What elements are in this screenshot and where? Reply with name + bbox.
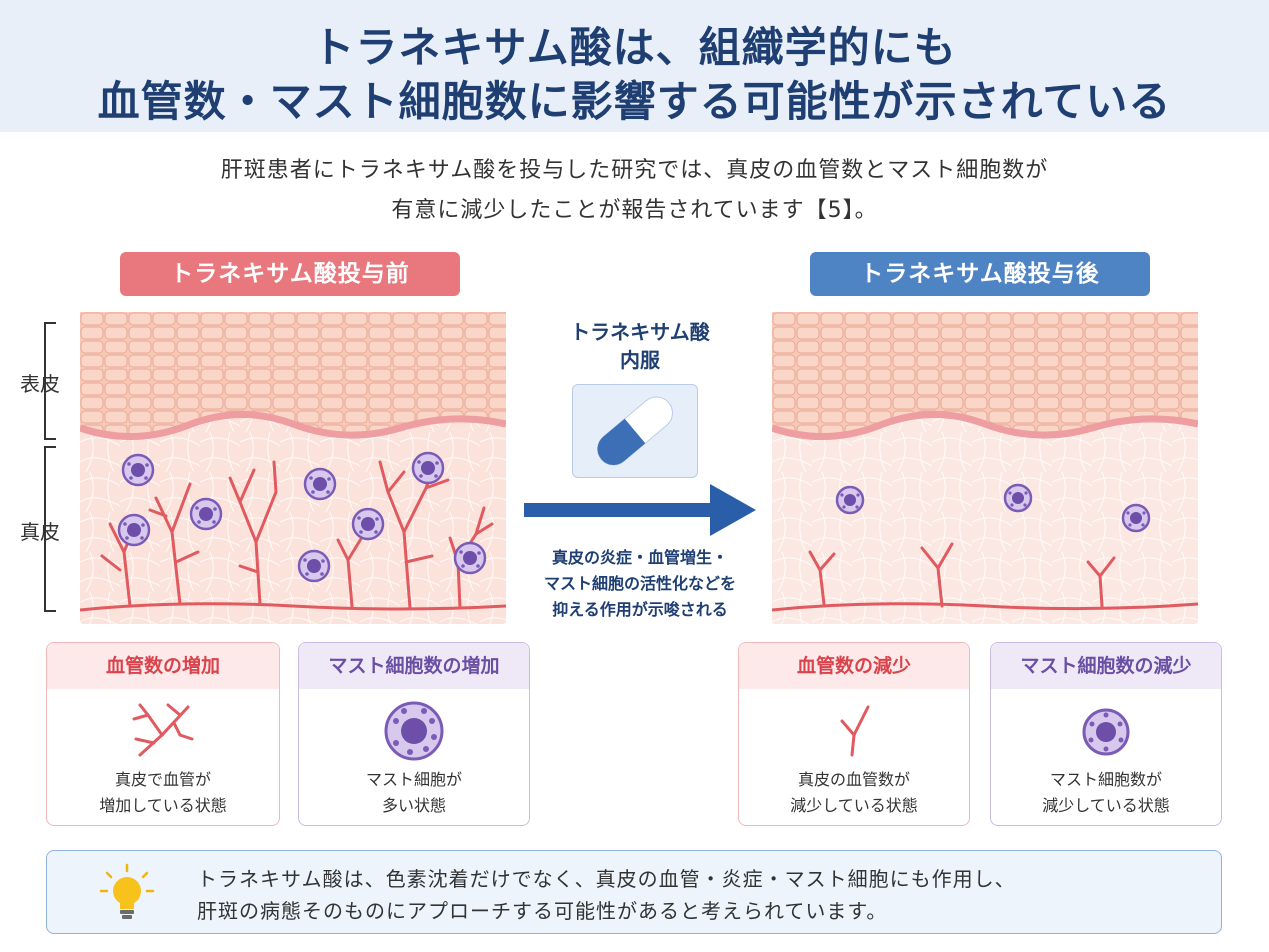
before-label: トラネキサム酸投与前 [120, 252, 460, 296]
vessel-decrease-desc: 真皮の血管数が 減少している状態 [739, 767, 969, 819]
intro-line2: 有意に減少したことが報告されています【5】。 [391, 198, 878, 223]
treatment-desc-line3: 抑える作用が示唆される [552, 600, 728, 619]
lightbulb-icon [99, 863, 155, 919]
mast-decrease-line1: マスト細胞数が [1049, 770, 1162, 789]
vessel-increase-line2: 増加している状態 [99, 796, 227, 815]
skin-after-illustration [772, 312, 1198, 624]
capsule-icon [597, 396, 673, 466]
vessel-decrease-card: 血管数の減少 真皮の血管数が 減少している状態 [738, 642, 970, 826]
mast-decrease-title: マスト細胞数の減少 [991, 643, 1221, 689]
skin-before-illustration [80, 312, 506, 624]
mast-decrease-desc: マスト細胞数が 減少している状態 [991, 767, 1221, 819]
treatment-description: 真皮の炎症・血管増生・ マスト細胞の活性化などを 抑える作用が示唆される [520, 545, 760, 623]
mast-decrease-line2: 減少している状態 [1042, 796, 1170, 815]
mast-increase-title: マスト細胞数の増加 [299, 643, 529, 689]
summary-line2: 肝斑の病態そのものにアプローチする可能性があると考えられています。 [197, 899, 888, 923]
dermis-bracket [44, 446, 56, 612]
treatment-desc-line1: 真皮の炎症・血管増生・ [551, 548, 728, 567]
title-banner [0, 0, 1269, 132]
vessel-increase-desc: 真皮で血管が 増加している状態 [47, 767, 279, 819]
dermis-label: 真皮 [20, 520, 60, 544]
summary-line1: トラネキサム酸は、色素沈着だけでなく、真皮の血管・炎症・マスト細胞にも作用し、 [197, 867, 1016, 891]
epidermis-bracket [44, 322, 56, 440]
mast-cell-small-icon [1082, 708, 1130, 756]
treatment-desc-line2: マスト細胞の活性化などを [543, 574, 736, 593]
intro-line1: 肝斑患者にトラネキサム酸を投与した研究では、真皮の血管数とマスト細胞数が [220, 158, 1049, 183]
blood-vessel-icon [132, 703, 194, 757]
vessel-increase-line1: 真皮で血管が [114, 770, 211, 789]
after-label: トラネキサム酸投与後 [810, 252, 1150, 296]
mast-decrease-card: マスト細胞数の減少 マスト細胞数が 減少している状態 [990, 642, 1222, 826]
capsule-box [572, 384, 698, 478]
treatment-title-line2: 内服 [620, 348, 660, 372]
vessel-increase-card: 血管数の増加 真皮で血管が 増加している状態 [46, 642, 280, 826]
treatment-title-line1: トラネキサム酸 [570, 320, 710, 344]
vessel-increase-title: 血管数の増加 [47, 643, 279, 689]
mast-increase-card: マスト細胞数の増加 マスト細胞が 多い状態 [298, 642, 530, 826]
mast-increase-line1: マスト細胞が [365, 770, 462, 789]
page-title-line2: 血管数・マスト細胞数に影響する可能性が示されている [97, 77, 1172, 126]
vessel-decrease-title: 血管数の減少 [739, 643, 969, 689]
mast-increase-desc: マスト細胞が 多い状態 [299, 767, 529, 819]
summary-note: トラネキサム酸は、色素沈着だけでなく、真皮の血管・炎症・マスト細胞にも作用し、 … [46, 850, 1222, 934]
mast-cell-icon [384, 701, 444, 761]
blood-vessel-small-icon [840, 705, 870, 757]
treatment-title: トラネキサム酸 内服 [525, 318, 755, 374]
page-title-line1: トラネキサム酸は、組織学的にも [312, 23, 957, 72]
right-arrow-icon [524, 484, 756, 536]
epidermis-label: 表皮 [20, 372, 60, 396]
vessel-decrease-line2: 減少している状態 [790, 796, 918, 815]
mast-increase-line2: 多い状態 [381, 796, 446, 815]
vessel-decrease-line1: 真皮の血管数が [797, 770, 910, 789]
